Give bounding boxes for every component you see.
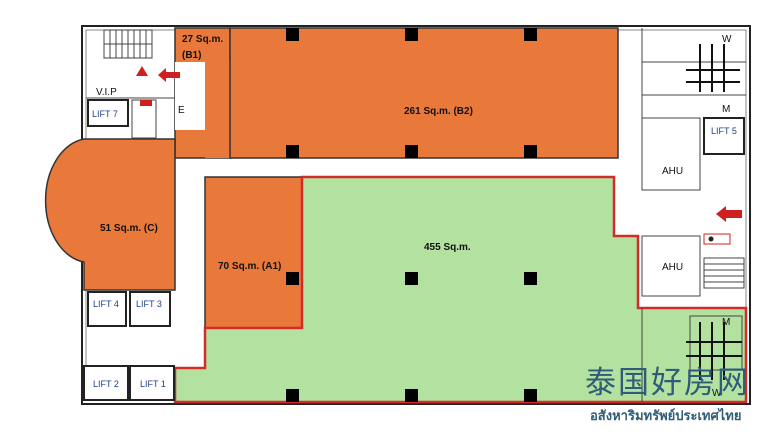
label-lift-3: LIFT 3 bbox=[136, 299, 162, 309]
stair-top-left bbox=[103, 29, 153, 59]
zone-c[interactable] bbox=[44, 138, 176, 291]
columns bbox=[286, 28, 537, 402]
hose-reel-right-icon bbox=[703, 233, 731, 245]
label-lift-2: LIFT 2 bbox=[93, 379, 119, 389]
exit-arrow-icon bbox=[158, 68, 180, 82]
label-m-bottom: M bbox=[722, 317, 730, 328]
label-b1-area: 27 Sq.m. bbox=[182, 34, 223, 45]
stair-right bbox=[703, 257, 745, 289]
label-b1-code: (B1) bbox=[182, 50, 201, 61]
label-vip: V.I.P bbox=[96, 87, 117, 98]
label-a1: 70 Sq.m. (A1) bbox=[218, 261, 281, 272]
zone-b2[interactable] bbox=[229, 27, 619, 159]
label-lift-7: LIFT 7 bbox=[92, 109, 118, 119]
zone-a1[interactable] bbox=[204, 176, 303, 329]
lift-1[interactable] bbox=[129, 365, 175, 401]
label-lift-5: LIFT 5 bbox=[711, 126, 737, 136]
lift-4[interactable] bbox=[87, 291, 127, 327]
label-w-bottom: W bbox=[712, 388, 722, 399]
watermark-chinese: 泰国好房网 bbox=[585, 365, 750, 401]
label-e: E bbox=[178, 105, 185, 116]
label-ahu-2: AHU bbox=[662, 262, 683, 273]
zone-main-455[interactable] bbox=[173, 175, 748, 404]
hose-reel-icon bbox=[140, 100, 152, 106]
label-main: 455 Sq.m. bbox=[424, 242, 471, 253]
label-lift-1: LIFT 1 bbox=[140, 379, 166, 389]
label-ahu-1: AHU bbox=[662, 166, 683, 177]
label-w-top: W bbox=[722, 34, 732, 45]
label-lift-4: LIFT 4 bbox=[93, 299, 119, 309]
lift-7[interactable] bbox=[87, 99, 129, 127]
label-b2: 261 Sq.m. (B2) bbox=[404, 106, 473, 117]
label-c: 51 Sq.m. (C) bbox=[100, 223, 158, 234]
lift-5[interactable] bbox=[703, 117, 745, 155]
lift-2[interactable] bbox=[83, 365, 129, 401]
watermark-thai: อสังหาริมทรัพย์ประเทศไทย bbox=[590, 409, 742, 424]
lift-3[interactable] bbox=[129, 291, 171, 327]
label-m-top: M bbox=[722, 104, 730, 115]
toilet-stalls bbox=[686, 44, 742, 380]
exit-triangle-icon bbox=[136, 66, 148, 76]
exit-arrow-right-icon bbox=[716, 206, 742, 222]
vip-room bbox=[131, 99, 157, 139]
